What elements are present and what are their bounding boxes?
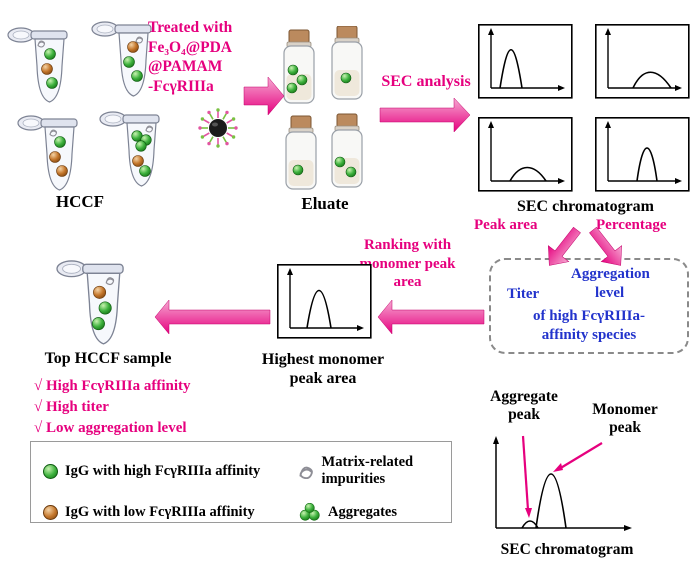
chromatogram-panel xyxy=(478,24,573,99)
legend-box: IgG with high FcγRIIIa affinity Matrix-r… xyxy=(30,441,452,523)
aggregate-cluster-icon xyxy=(299,503,320,521)
treatment-line: Treated with xyxy=(148,19,233,36)
percentage-label: Percentage xyxy=(596,217,667,233)
green-ball-icon xyxy=(43,463,58,479)
check-item: √ High FcγRIIIa affinity xyxy=(34,378,191,394)
sample-tube-icon xyxy=(91,21,152,97)
monomer-peak-line: Monomer xyxy=(592,401,658,418)
eluate-vials-illustration xyxy=(283,26,363,190)
annotated-chromatogram-label: SEC chromatogram xyxy=(500,541,634,558)
annotated-sec-chromatogram xyxy=(493,436,632,531)
top-sample-tube-icon xyxy=(56,260,124,345)
result-summary-box: Titer Aggregation level of high FcγRIIIa… xyxy=(489,258,689,354)
chromatogram-panel xyxy=(594,24,690,99)
monomer-peak-label: Monomer peak xyxy=(578,401,672,437)
treatment-line: -FcγRIIIa xyxy=(148,77,214,95)
treatment-line: @PAMAM xyxy=(148,58,223,75)
species-label: affinity species xyxy=(541,327,637,343)
arrow-monomer-to-sample xyxy=(154,299,271,335)
highest-monomer-label: Highest monomer peak area xyxy=(258,350,388,388)
top-sample-label: Top HCCF sample xyxy=(44,350,172,367)
sec-analysis-label: SEC analysis xyxy=(381,73,471,90)
top-sample-checklist: √ High FcγRIIIa affinity √ High titer √ … xyxy=(34,376,191,439)
legend-label: Aggregates xyxy=(328,503,397,520)
treatment-line: Fe₃O₄@PDA xyxy=(148,38,232,56)
ranking-label: Ranking with monomer peak area xyxy=(350,236,465,292)
hccf-label: HCCF xyxy=(55,192,105,211)
legend-item-low-affinity: IgG with low FcγRIIIa affinity xyxy=(43,504,295,521)
eluate-label: Eluate xyxy=(301,194,349,213)
aggregation-level-label: Aggregation xyxy=(571,266,650,282)
impurity-squiggle-icon xyxy=(299,466,313,479)
ranking-line: Ranking with xyxy=(363,237,452,253)
legend-label: IgG with low FcγRIIIa affinity xyxy=(65,503,255,520)
aggregate-peak-label: Aggregate peak xyxy=(477,388,571,424)
vial-icon xyxy=(285,115,317,190)
highest-monomer-line: Highest monomer xyxy=(261,351,385,368)
vial-icon xyxy=(331,113,363,188)
check-item: √ High titer xyxy=(34,399,109,415)
legend-item-aggregates: Aggregates xyxy=(299,503,445,521)
arrow-ranking-to-monomer xyxy=(377,299,485,335)
vial-icon xyxy=(331,26,363,100)
sample-tube-icon xyxy=(99,111,160,187)
aggregate-peak-line: peak xyxy=(508,406,540,423)
titer-label: Titer xyxy=(507,286,540,302)
aggregation-level-label: level xyxy=(595,285,625,301)
legend-item-high-affinity: IgG with high FcγRIIIa affinity xyxy=(43,463,295,480)
legend-label: Matrix-related impurities xyxy=(321,454,414,487)
treatment-label: Treated with Fe₃O₄@PDA @PAMAM -FcγRIIIa xyxy=(148,18,268,96)
highest-monomer-line: peak area xyxy=(289,370,357,387)
magnetic-nanoparticle-icon xyxy=(198,108,238,148)
chromatogram-panel xyxy=(478,117,573,192)
sec-chromatogram-grid xyxy=(478,24,690,192)
ranking-line: area xyxy=(393,274,422,290)
peak-area-label: Peak area xyxy=(474,217,538,233)
chromatogram-panel xyxy=(594,117,690,192)
legend-item-impurities: Matrix-related impurities xyxy=(299,454,445,488)
sec-chromatogram-label: SEC chromatogram xyxy=(516,198,655,215)
hccf-tubes-illustration xyxy=(7,21,160,191)
aggregate-peak-line: Aggregate xyxy=(490,388,558,405)
arrow-sec-analysis xyxy=(379,97,471,133)
legend-label: IgG with high FcγRIIIa affinity xyxy=(65,462,261,479)
monomer-peak-line: peak xyxy=(609,419,641,436)
vial-icon xyxy=(283,29,315,104)
orange-ball-icon xyxy=(43,504,58,520)
monomer-peak-curve xyxy=(535,473,567,529)
ranking-line: monomer peak xyxy=(359,255,456,272)
species-label: of high FcγRIIIa- xyxy=(532,308,646,324)
sample-tube-icon xyxy=(17,115,78,191)
check-item: √ Low aggregation level xyxy=(34,420,187,436)
highest-monomer-chromatogram xyxy=(277,264,372,339)
sample-tube-icon xyxy=(7,27,68,103)
